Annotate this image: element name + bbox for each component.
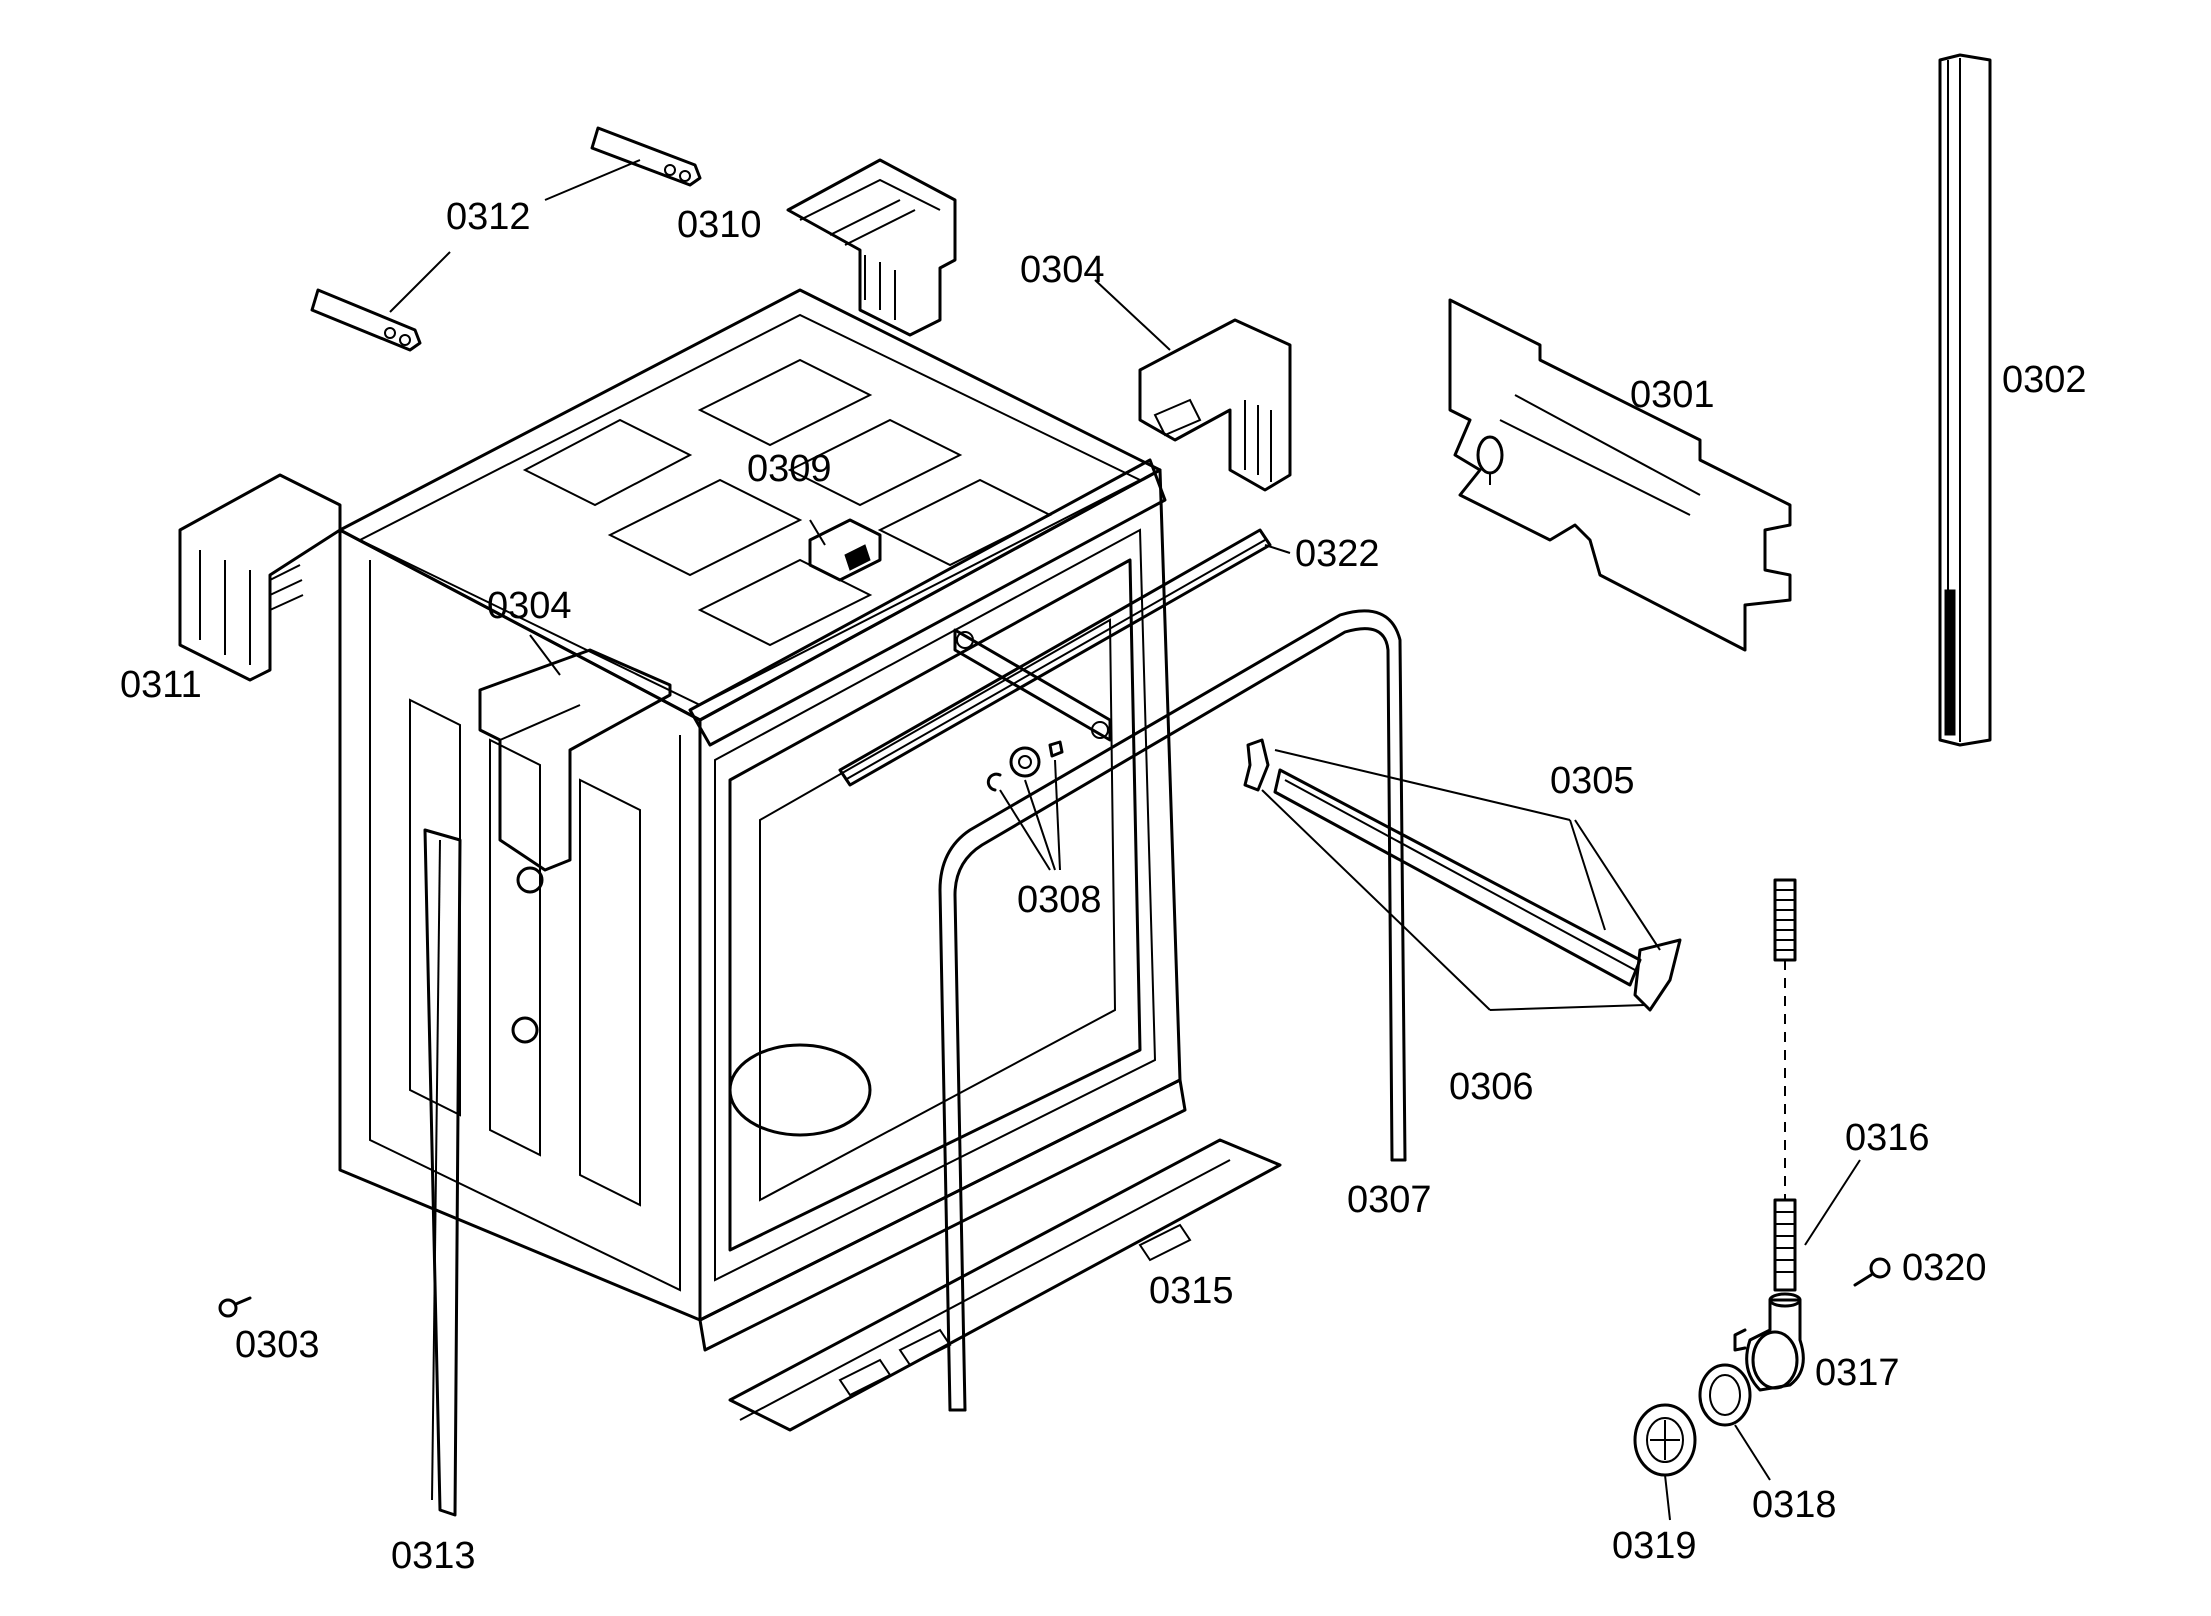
label-0309: 0309 xyxy=(747,448,832,490)
label-0304-upper: 0304 xyxy=(1020,249,1105,291)
part-0312-brackets xyxy=(310,126,702,352)
part-0318-ring xyxy=(1698,1363,1771,1481)
part-0319-cap xyxy=(1633,1403,1697,1521)
part-0311-block xyxy=(178,473,342,682)
part-0316-hose xyxy=(1773,878,1861,1292)
label-0302: 0302 xyxy=(2002,359,2087,401)
part-0307-gasket xyxy=(938,609,1407,1412)
part-0301-panel xyxy=(1448,298,1792,652)
label-0301: 0301 xyxy=(1630,374,1715,416)
label-0316: 0316 xyxy=(1845,1117,1930,1159)
part-0309-clip xyxy=(808,518,882,582)
part-0302-rail xyxy=(1938,53,1992,747)
label-0322: 0322 xyxy=(1295,533,1380,575)
label-0315: 0315 xyxy=(1149,1270,1234,1312)
label-0306: 0306 xyxy=(1449,1066,1534,1108)
label-0310: 0310 xyxy=(677,204,762,246)
part-0317-elbow xyxy=(1733,1292,1805,1392)
part-0322-rail xyxy=(838,528,1291,787)
label-0317: 0317 xyxy=(1815,1352,1900,1394)
part-0303-screw xyxy=(218,1296,252,1318)
part-0310-block xyxy=(786,158,957,337)
label-0319: 0319 xyxy=(1612,1525,1697,1567)
label-0311: 0311 xyxy=(120,664,202,706)
part-0305-bar xyxy=(1243,738,1682,1012)
label-0303: 0303 xyxy=(235,1324,320,1366)
label-0318: 0318 xyxy=(1752,1484,1837,1526)
label-0305: 0305 xyxy=(1550,760,1635,802)
part-0315-strip xyxy=(728,1138,1282,1432)
part-0304-upper-block xyxy=(1094,279,1292,492)
label-0313: 0313 xyxy=(391,1535,476,1577)
part-0304-lower-block xyxy=(478,634,672,1044)
part-0308-fasteners xyxy=(953,628,1112,871)
label-0307: 0307 xyxy=(1347,1179,1432,1221)
part-0313-strip xyxy=(423,828,462,1517)
label-0312: 0312 xyxy=(446,196,531,238)
part-0320-screw xyxy=(1853,1257,1891,1287)
dishwasher-tub xyxy=(338,288,1187,1352)
callout-labels: 0301 0302 0303 0304 0304 0305 0306 0307 … xyxy=(120,196,2087,1577)
label-0308: 0308 xyxy=(1017,879,1102,921)
label-0320: 0320 xyxy=(1902,1247,1987,1289)
label-0304-lower: 0304 xyxy=(487,585,572,627)
